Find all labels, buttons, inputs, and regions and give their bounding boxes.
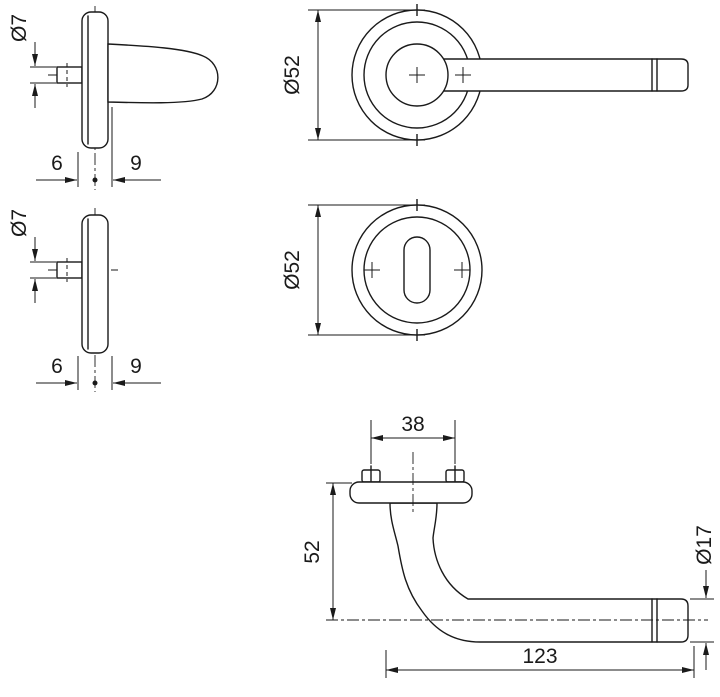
rose-plate-side bbox=[349, 481, 473, 504]
center-cross bbox=[409, 67, 425, 83]
dimension-rose-depth: 6 9 bbox=[36, 107, 161, 187]
dimension-handle-height: 52 bbox=[301, 482, 352, 620]
handle-side-view: 38 52 Ø17 123 bbox=[301, 413, 716, 678]
handle-profile bbox=[389, 502, 689, 643]
dimension-handle-length: 123 bbox=[385, 645, 695, 678]
dim-label-escutcheon-offset-back: 9 bbox=[130, 355, 142, 378]
spindle bbox=[56, 261, 83, 279]
dim-label-rose-offset-front: 6 bbox=[51, 152, 63, 175]
dim-label-rose-diameter: Ø52 bbox=[281, 55, 304, 95]
dim-label-rose-spindle-diameter: Ø7 bbox=[8, 14, 31, 42]
dimension-spindle-diameter: Ø7 bbox=[8, 209, 56, 303]
lever-arm bbox=[442, 58, 689, 92]
keyhole bbox=[403, 236, 431, 304]
dimension-spindle-diameter: Ø7 bbox=[8, 14, 56, 108]
rose-front-view: Ø52 bbox=[281, 4, 689, 146]
dim-label-escutcheon-spindle-diameter: Ø7 bbox=[8, 209, 31, 237]
dimension-grip-diameter: Ø17 bbox=[690, 525, 716, 670]
dim-label-handle-length: 123 bbox=[522, 645, 557, 668]
escutcheon-plate-outline bbox=[81, 214, 109, 354]
rose-plate-outline bbox=[81, 11, 109, 149]
dim-label-escutcheon-diameter: Ø52 bbox=[281, 250, 304, 290]
right-cross bbox=[454, 262, 470, 278]
escutcheon-side-view: Ø7 6 9 bbox=[8, 208, 161, 392]
left-cross bbox=[364, 262, 380, 278]
dimension-escutcheon-depth: 6 9 bbox=[36, 355, 161, 390]
escutcheon-front-view: Ø52 bbox=[281, 199, 483, 341]
rose-side-view: Ø7 6 9 bbox=[8, 6, 219, 190]
dimension-escutcheon-diameter: Ø52 bbox=[281, 204, 425, 336]
dim-label-screw-spacing: 38 bbox=[401, 413, 424, 436]
dim-label-escutcheon-offset-front: 6 bbox=[51, 355, 63, 378]
dim-label-handle-height: 52 bbox=[301, 540, 324, 563]
lever-cross bbox=[455, 67, 471, 83]
handle-grip-profile bbox=[107, 43, 219, 104]
spindle bbox=[56, 66, 83, 84]
dimension-screw-spacing: 38 bbox=[370, 413, 456, 464]
dim-label-grip-diameter: Ø17 bbox=[693, 525, 716, 565]
dim-label-rose-offset-back: 9 bbox=[130, 152, 142, 175]
dimension-rose-diameter: Ø52 bbox=[281, 9, 425, 141]
